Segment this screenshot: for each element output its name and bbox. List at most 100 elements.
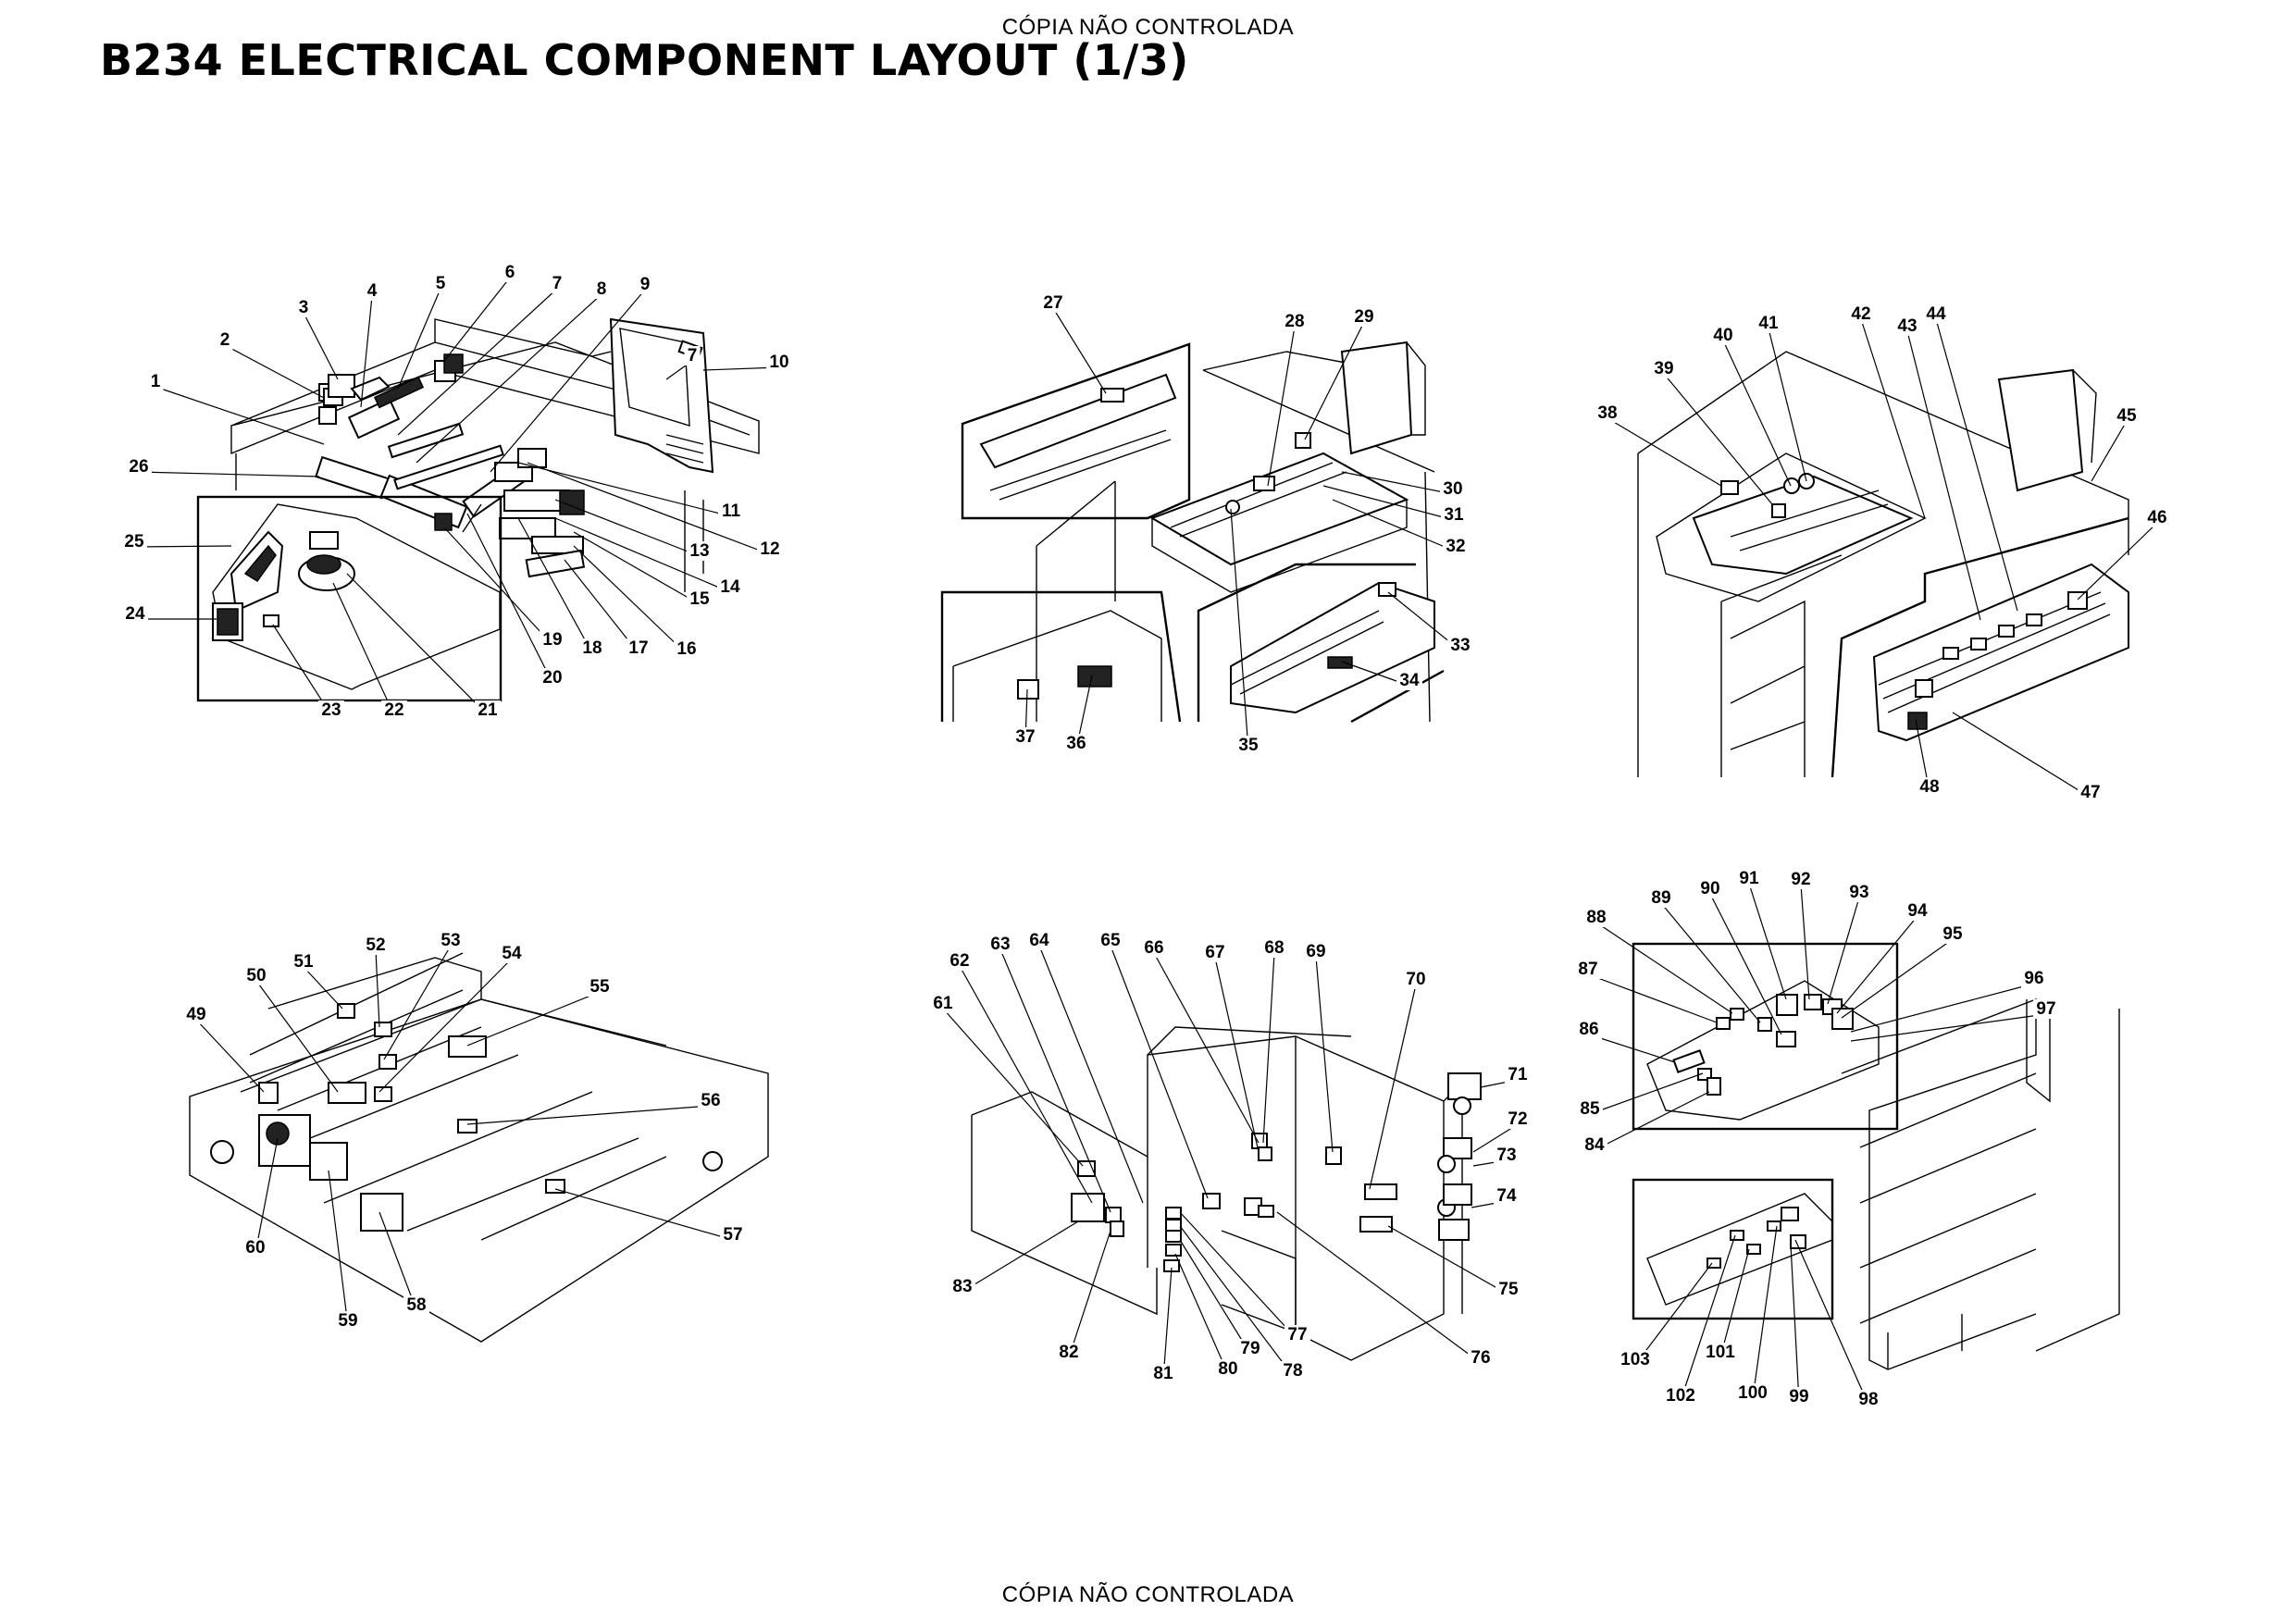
- callout-line-39: [1663, 373, 1773, 505]
- callout-label-bg-28: [1282, 312, 1308, 331]
- callout-label-17: 17: [628, 638, 648, 658]
- callout-label-bg-97: [2033, 999, 2059, 1019]
- callout-label-bg-89: [1648, 888, 1674, 908]
- callout-label-bg-74: [1494, 1186, 1520, 1206]
- page-title: B234 ELECTRICAL COMPONENT LAYOUT (1/3): [100, 35, 1189, 85]
- callout-line-87: [1587, 973, 1718, 1023]
- callout-label-bg-9: [637, 275, 653, 294]
- callout-label-bg-59: [335, 1311, 361, 1331]
- callout-label-88: 88: [1586, 908, 1606, 927]
- callout-label-64: 64: [1029, 931, 1049, 950]
- callout-label-bg-48: [1917, 777, 1942, 797]
- callout-label-34: 34: [1399, 671, 1420, 690]
- callout-label-bg-7: [684, 346, 701, 365]
- callout-label-67: 67: [1205, 943, 1224, 962]
- callout-line-18: [517, 517, 593, 654]
- callout-label-bg-81: [1150, 1364, 1176, 1383]
- callout-line-19: [443, 527, 553, 646]
- panel-1-drawing: [196, 317, 760, 702]
- callout-line-66: [1153, 952, 1260, 1144]
- callout-line-93: [1827, 897, 1860, 1005]
- callout-line-90: [1709, 893, 1782, 1035]
- callout-line-99: [1790, 1244, 1800, 1403]
- callout-line-77: [1179, 1211, 1298, 1341]
- callout-line-29: [1304, 321, 1365, 440]
- panel-2-drawing: [940, 341, 1445, 724]
- callout-label-1: 1: [151, 372, 161, 391]
- callout-label-78: 78: [1283, 1361, 1302, 1381]
- callout-label-bg-87: [1575, 960, 1601, 979]
- callout-line-86: [1588, 1034, 1676, 1063]
- callout-label-bg-1: [147, 372, 164, 391]
- watermark-bottom: CÓPIA NÃO CONTROLADA: [1001, 1582, 1295, 1607]
- callout-label-4: 4: [367, 281, 378, 301]
- callout-label-9: 9: [640, 275, 651, 294]
- callout-label-94: 94: [1907, 901, 1928, 921]
- callout-line-11: [517, 462, 732, 517]
- callout-label-61: 61: [933, 994, 953, 1013]
- callout-line-85: [1589, 1072, 1704, 1115]
- callout-label-75: 75: [1498, 1280, 1519, 1299]
- callout-label-bg-69: [1303, 942, 1329, 961]
- callout-line-1: [155, 386, 325, 445]
- callout-label-bg-44: [1923, 304, 1949, 324]
- callout-label-27: 27: [1043, 293, 1062, 313]
- callout-label-bg-40: [1710, 326, 1736, 345]
- callout-line-47: [1952, 712, 2091, 799]
- callout-label-bg-42: [1848, 304, 1874, 324]
- callout-line-44: [1935, 318, 2018, 612]
- callout-label-bg-14: [717, 577, 743, 597]
- callout-label-bg-32: [1443, 537, 1469, 556]
- callout-label-bg-65: [1098, 931, 1123, 950]
- callout-line-23: [272, 624, 332, 716]
- callout-label-bg-103: [1617, 1350, 1654, 1369]
- callout-line-69: [1315, 956, 1334, 1153]
- callout-label-49: 49: [186, 1005, 205, 1024]
- callout-line-56: [466, 1105, 712, 1125]
- callout-line-98: [1794, 1239, 1869, 1406]
- callout-line-28: [1267, 326, 1296, 487]
- callout-line-32: [1332, 499, 1457, 552]
- callout-label-71: 71: [1508, 1065, 1528, 1084]
- callout-label-99: 99: [1789, 1387, 1808, 1406]
- callout-line-13: [554, 499, 701, 557]
- callout-line-54: [379, 958, 513, 1093]
- callout-label-bg-63: [987, 935, 1013, 954]
- callout-label-bg-23: [318, 700, 344, 720]
- callout-label-bg-57: [720, 1225, 746, 1245]
- callout-label-11: 11: [722, 502, 741, 521]
- callout-line-26: [138, 471, 320, 477]
- callout-line-91: [1748, 883, 1787, 1000]
- callout-label-19: 19: [542, 630, 562, 650]
- callout-line-40: [1722, 340, 1792, 487]
- callout-line-60: [254, 1137, 279, 1254]
- callout-label-97: 97: [2036, 999, 2055, 1019]
- callout-label-7: 7: [688, 346, 698, 365]
- callout-label-bg-92: [1788, 870, 1814, 889]
- callout-label-83: 83: [952, 1277, 972, 1296]
- callout-label-51: 51: [293, 952, 314, 972]
- callout-label-70: 70: [1406, 970, 1425, 989]
- callout-label-42: 42: [1851, 304, 1870, 324]
- callout-line-22: [332, 582, 395, 716]
- callout-line-42: [1860, 318, 1926, 519]
- callout-label-bg-66: [1141, 938, 1167, 958]
- callout-label-bg-102: [1662, 1386, 1699, 1406]
- callout-line-63: [999, 948, 1111, 1213]
- callout-line-45: [2091, 420, 2128, 482]
- callout-label-bg-83: [949, 1277, 975, 1296]
- callout-label-bg-99: [1786, 1387, 1812, 1406]
- callout-line-20: [466, 513, 553, 684]
- callout-line-30: [1341, 471, 1454, 495]
- panel-3-drawing: [1637, 351, 2129, 778]
- callout-label-bg-4: [364, 281, 380, 301]
- callout-label-bg-84: [1582, 1135, 1607, 1155]
- callout-line-61: [942, 1008, 1084, 1167]
- callout-label-14: 14: [720, 577, 740, 597]
- callout-label-bg-33: [1447, 636, 1473, 655]
- callout-label-bg-8: [593, 279, 610, 299]
- callout-label-bg-49: [183, 1005, 209, 1024]
- callout-label-bg-27: [1040, 293, 1066, 313]
- callout-label-bg-20: [540, 668, 565, 688]
